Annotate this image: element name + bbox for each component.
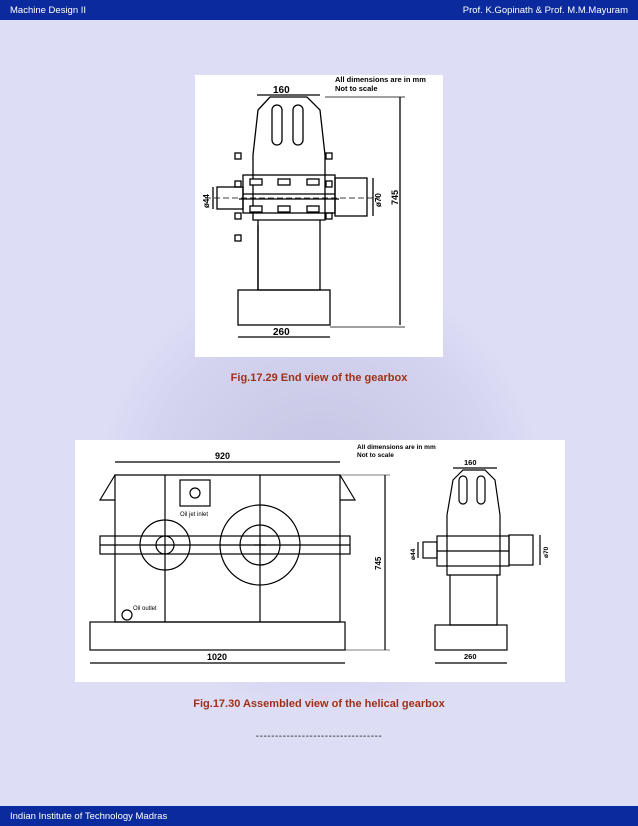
course-title: Machine Design II xyxy=(10,4,87,16)
figure2-caption: Fig.17.30 Assembled view of the helical … xyxy=(193,698,445,710)
authors: Prof. K.Gopinath & Prof. M.M.Mayuram xyxy=(462,4,628,16)
figure-assembled-view: 920 1020 745 All dimensions are in mm No… xyxy=(75,440,565,682)
dim-shaft-44: ø44 xyxy=(202,194,211,208)
dim-shaft-70: ø70 xyxy=(374,193,383,207)
dim-745-front: 745 xyxy=(374,556,383,570)
dim-260: 260 xyxy=(273,327,290,338)
page-footer: Indian Institute of Technology Madras xyxy=(0,806,638,826)
dim-920: 920 xyxy=(215,451,230,461)
page-header: Machine Design II Prof. K.Gopinath & Pro… xyxy=(0,0,638,20)
figure1-caption: Fig.17.29 End view of the gearbox xyxy=(230,372,408,384)
section-divider: --------------------------------- xyxy=(255,731,383,742)
figure-end-view: 160 260 All dimensions are in mm Not to … xyxy=(195,75,443,357)
side-dim-260: 260 xyxy=(464,652,477,661)
side-dim-shaft-44: ø44 xyxy=(410,548,417,560)
dim-1020: 1020 xyxy=(207,652,227,662)
dim-745: 745 xyxy=(390,190,400,205)
dim-160: 160 xyxy=(273,85,290,96)
side-dim-160: 160 xyxy=(464,458,477,467)
note-scale: Not to scale xyxy=(357,452,394,459)
note-scale: Not to scale xyxy=(335,84,378,93)
note-units: All dimensions are in mm xyxy=(357,444,436,451)
institute-name: Indian Institute of Technology Madras xyxy=(10,810,168,822)
note-units: All dimensions are in mm xyxy=(335,75,426,84)
label-oil-inlet: Oil jet inlet xyxy=(180,512,208,518)
side-dim-shaft-70: ø70 xyxy=(543,546,550,558)
assembled-view-drawing: 920 1020 745 All dimensions are in mm No… xyxy=(89,444,550,664)
end-view-drawing: 160 260 All dimensions are in mm Not to … xyxy=(202,75,426,338)
label-oil-outlet: Oil outlet xyxy=(133,606,157,612)
